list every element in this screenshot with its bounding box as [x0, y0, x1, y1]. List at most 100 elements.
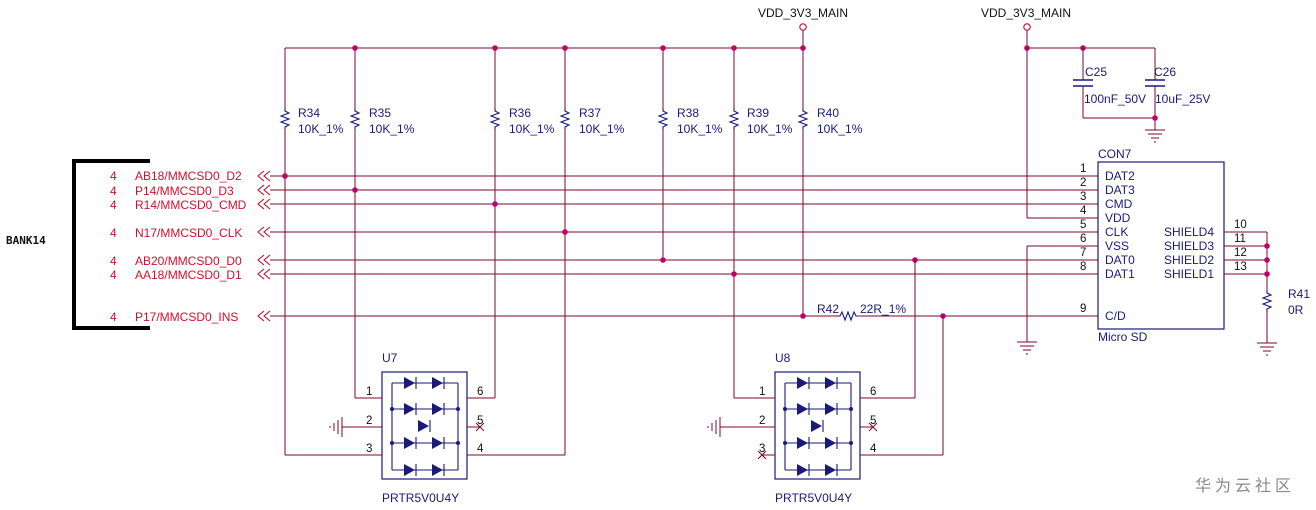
- resistor-ref: R42: [817, 302, 839, 316]
- net-page-num: 4: [110, 184, 117, 198]
- pin-number: 8: [1080, 261, 1086, 273]
- ground-icon: [1257, 342, 1277, 356]
- pin-number: 11: [1234, 233, 1246, 245]
- pin-number: 1: [1080, 163, 1086, 175]
- net-page-num: 4: [110, 268, 117, 282]
- pin-number: 3: [1080, 191, 1086, 203]
- pin-name: CMD: [1105, 197, 1133, 211]
- pin-name: DAT2: [1105, 169, 1135, 183]
- resistor-ref: R41: [1288, 287, 1310, 301]
- pin-name: DAT1: [1105, 267, 1135, 281]
- pin-name: CLK: [1105, 225, 1128, 239]
- resistor-r36: R36 10K_1%: [489, 106, 555, 136]
- power-label-right: VDD_3V3_MAIN: [981, 6, 1071, 20]
- net-page-num: 4: [110, 169, 117, 183]
- resistor-ref: R39: [747, 106, 769, 120]
- resistor-value: 0R: [1288, 303, 1304, 317]
- resistor-r42: R42 22R_1%: [817, 302, 906, 322]
- resistor-r39: R39 10K_1%: [728, 106, 793, 136]
- net-label: N17/MMCSD0_CLK: [135, 226, 242, 240]
- resistor-ref: R40: [817, 106, 839, 120]
- tvs-u7: U7 PRTR5V0U4Y 1 2 3 6 5 4: [285, 351, 565, 505]
- diode-array-icon: [390, 377, 460, 476]
- net-label: R14/MMCSD0_CMD: [135, 198, 247, 212]
- net-page-num: 4: [110, 198, 117, 212]
- pin-name: SHIELD4: [1164, 225, 1214, 239]
- pin-number: 2: [366, 415, 372, 427]
- pin-number: 2: [759, 415, 765, 427]
- net-label: P17/MMCSD0_INS: [135, 310, 238, 324]
- tvs-u8: U8 PRTR5V0U4Y 1 2 3 6 5 4: [707, 260, 944, 505]
- pin-number: 9: [1080, 303, 1086, 315]
- pin-name: DAT3: [1105, 183, 1135, 197]
- net-labels: 4 AB18/MMCSD0_D2 4 P14/MMCSD0_D3 4 R14/M…: [110, 169, 247, 324]
- connector-ref: CON7: [1098, 147, 1132, 161]
- ground-icon: [1017, 341, 1037, 355]
- cap-ref: C25: [1085, 65, 1107, 79]
- resistor-value: 10K_1%: [579, 122, 625, 136]
- pin-number: 2: [1080, 177, 1086, 189]
- resistor-r35: R35 10K_1%: [349, 106, 415, 136]
- pin-number: 1: [759, 386, 765, 398]
- shield-network: R41 0R: [1224, 231, 1310, 356]
- watermark-text: 华为云社区: [1195, 476, 1295, 495]
- pin-number: 5: [870, 415, 876, 427]
- resistor-ref: R38: [677, 106, 699, 120]
- pin-number: 10: [1234, 219, 1247, 231]
- pin-number: 3: [366, 443, 372, 455]
- resistor-value: 10K_1%: [369, 122, 415, 136]
- pin-number: 6: [870, 386, 876, 398]
- resistor-value: 10K_1%: [677, 122, 723, 136]
- net-label: AA18/MMCSD0_D1: [135, 268, 242, 282]
- pin-name: VDD: [1105, 211, 1131, 225]
- net-label: AB18/MMCSD0_D2: [135, 169, 242, 183]
- resistor-ref: R36: [509, 106, 531, 120]
- resistor-r34: R34 10K_1%: [279, 106, 344, 136]
- resistor-value: 10K_1%: [747, 122, 793, 136]
- tvs-ref: U7: [382, 351, 398, 365]
- pin-name: SHIELD2: [1164, 253, 1214, 267]
- pin-name: SHIELD3: [1164, 239, 1214, 253]
- offpage-connector-icons: [257, 170, 271, 322]
- connector-name: Micro SD: [1098, 330, 1148, 344]
- pin-number: 4: [477, 443, 484, 455]
- pin-number: 6: [477, 386, 483, 398]
- net-page-num: 4: [110, 226, 117, 240]
- pin-name: SHIELD1: [1164, 267, 1214, 281]
- ground-icon: [1145, 129, 1165, 143]
- cap-value: 100nF_50V: [1084, 92, 1146, 106]
- pin-number: 4: [1080, 205, 1087, 217]
- cap-ref: C26: [1154, 65, 1176, 79]
- pin-number: 3: [759, 443, 765, 455]
- resistor-value: 10K_1%: [509, 122, 555, 136]
- pin-number: 13: [1234, 261, 1247, 273]
- resistor-ref: R37: [579, 106, 601, 120]
- decoupling-caps: C25 100nF_50V C26 10uF_25V: [1024, 45, 1210, 143]
- connector-con7: CON7 Micro SD 1 2 3 4 5 7 6 8 9 DAT2 DAT…: [1080, 147, 1247, 344]
- signal-lines: [270, 173, 1098, 319]
- tvs-part: PRTR5V0U4Y: [775, 491, 852, 505]
- resistor-ref: R34: [298, 106, 320, 120]
- pullup-bus: [284, 45, 806, 108]
- diode-array-icon: [783, 377, 853, 476]
- resistor-r40: R40 10K_1%: [797, 106, 863, 136]
- net-page-num: 4: [110, 310, 117, 324]
- power-label-left: VDD_3V3_MAIN: [758, 6, 848, 20]
- ground-icon: [329, 417, 343, 437]
- pin-number: 6: [1080, 233, 1086, 245]
- pin-name: C/D: [1105, 309, 1126, 323]
- pin-name: VSS: [1105, 239, 1129, 253]
- tvs-part: PRTR5V0U4Y: [382, 491, 459, 505]
- net-label: AB20/MMCSD0_D0: [135, 254, 242, 268]
- bank-label: BANK14: [6, 234, 46, 247]
- net-label: P14/MMCSD0_D3: [135, 184, 234, 198]
- pin-number: 12: [1234, 247, 1247, 259]
- resistor-value: 10K_1%: [298, 122, 344, 136]
- bank-bracket: BANK14: [6, 159, 150, 330]
- pin-number: 4: [870, 443, 877, 455]
- resistor-value: 10K_1%: [817, 122, 863, 136]
- cap-value: 10uF_25V: [1155, 92, 1210, 106]
- ground-icon: [707, 417, 721, 437]
